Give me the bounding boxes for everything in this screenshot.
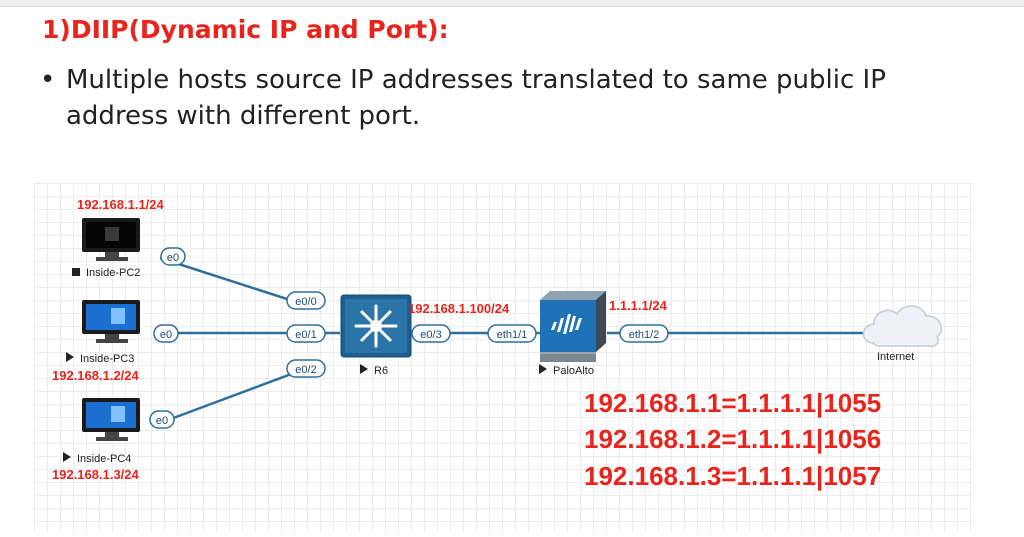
r6-switch-icon[interactable] bbox=[340, 294, 412, 358]
port-label-r6-e0-0: e0/0 bbox=[286, 291, 326, 310]
inside-pc3-computer-icon[interactable] bbox=[82, 300, 140, 343]
port-label-paloalto-eth1-1: eth1/1 bbox=[487, 324, 537, 343]
svg-text:eth1/2: eth1/2 bbox=[629, 329, 660, 341]
port-label-r6-e0-2: e0/2 bbox=[286, 359, 326, 378]
svg-text:Inside-PC3: Inside-PC3 bbox=[80, 353, 134, 365]
pc2-name-label: Inside-PC2 bbox=[72, 267, 140, 279]
link-pc2-r6 bbox=[159, 256, 291, 302]
svg-text:Inside-PC4: Inside-PC4 bbox=[77, 453, 131, 465]
svg-text:eth1/1: eth1/1 bbox=[497, 329, 528, 341]
svg-text:e0/3: e0/3 bbox=[420, 329, 441, 341]
pc4-ip-label: 192.168.1.3/24 bbox=[52, 467, 140, 482]
port-label-pc4-e0: e0 bbox=[149, 410, 175, 429]
nat-mapping-row: 192.168.1.3=1.1.1.1|1057 bbox=[584, 461, 882, 491]
port-label-pc3-e0: e0 bbox=[153, 324, 179, 343]
paloalto-firewall-icon[interactable] bbox=[540, 291, 606, 362]
link-pc4-r6 bbox=[159, 365, 311, 425]
topology-canvas bbox=[34, 183, 972, 533]
window-top-bar bbox=[0, 0, 1024, 7]
r6-ip-label: 192.168.1.100/24 bbox=[408, 301, 510, 316]
internet-cloud-icon[interactable] bbox=[862, 305, 942, 348]
pc3-name-label: Inside-PC3 bbox=[66, 352, 134, 365]
slide-title: 1)DIIP(Dynamic IP and Port): bbox=[42, 15, 449, 44]
svg-text:Inside-PC2: Inside-PC2 bbox=[86, 267, 140, 279]
bullet-marker: • bbox=[40, 65, 56, 95]
port-label-pc2-e0: e0 bbox=[160, 247, 186, 266]
internet-name-label: Internet bbox=[877, 351, 914, 363]
svg-text:e0/0: e0/0 bbox=[295, 296, 316, 308]
inside-pc4-computer-icon[interactable] bbox=[82, 398, 140, 441]
paloalto-name-label: PaloAlto bbox=[539, 364, 594, 377]
pc4-name-label: Inside-PC4 bbox=[63, 452, 131, 465]
svg-text:e0: e0 bbox=[167, 252, 179, 264]
svg-text:e0/2: e0/2 bbox=[295, 364, 316, 376]
svg-text:e0/1: e0/1 bbox=[295, 329, 316, 341]
bullet-text: Multiple hosts source IP addresses trans… bbox=[66, 65, 886, 131]
paloalto-ip-label: 1.1.1.1/24 bbox=[609, 298, 668, 313]
svg-text:e0: e0 bbox=[160, 329, 172, 341]
pc3-ip-label: 192.168.1.2/24 bbox=[52, 368, 140, 383]
nat-mapping-row: 192.168.1.2=1.1.1.1|1056 bbox=[584, 424, 882, 454]
svg-text:R6: R6 bbox=[374, 365, 388, 377]
port-label-paloalto-eth1-2: eth1/2 bbox=[619, 324, 669, 343]
r6-name-label: R6 bbox=[360, 364, 388, 377]
port-label-r6-e0-3: e0/3 bbox=[411, 324, 451, 343]
inside-pc2-computer-icon[interactable] bbox=[82, 218, 140, 261]
svg-text:e0: e0 bbox=[156, 415, 168, 427]
port-label-r6-e0-1: e0/1 bbox=[286, 324, 326, 343]
nat-mapping-row: 192.168.1.1=1.1.1.1|1055 bbox=[584, 388, 882, 418]
pc2-ip-label: 192.168.1.1/24 bbox=[77, 197, 165, 212]
svg-text:PaloAlto: PaloAlto bbox=[553, 365, 594, 377]
